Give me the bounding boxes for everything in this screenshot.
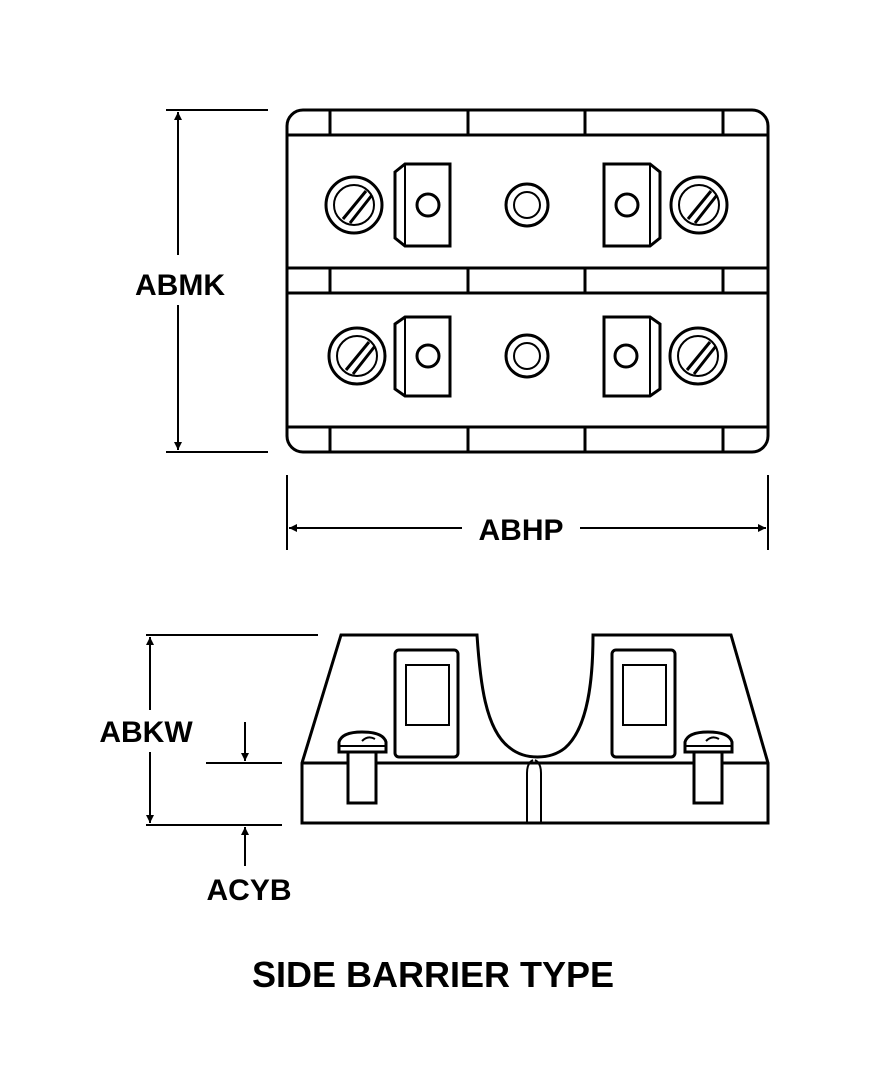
screw-icon bbox=[337, 730, 388, 805]
dimension-abhp: ABHP bbox=[286, 475, 769, 550]
side-view bbox=[300, 633, 770, 825]
lug-hole-icon bbox=[415, 192, 441, 218]
terminal-row-1 bbox=[324, 162, 729, 248]
lug-hole-icon bbox=[415, 343, 441, 369]
dimension-label-abmk: ABMK bbox=[135, 269, 225, 302]
dimension-abkw: ABKW bbox=[99, 634, 318, 826]
screw-icon bbox=[683, 730, 734, 805]
top-view bbox=[285, 108, 770, 454]
mounting-hole-icon bbox=[504, 333, 550, 379]
dimension-label-abkw: ABKW bbox=[99, 716, 193, 749]
side-view-outline bbox=[300, 633, 770, 825]
top-view-outline bbox=[285, 108, 770, 454]
mounting-hole-icon bbox=[504, 182, 550, 228]
terminal-row-2 bbox=[327, 315, 728, 398]
lug-hole-icon bbox=[614, 192, 640, 218]
dimension-label-acyb: ACYB bbox=[206, 874, 291, 907]
diagram-title: SIDE BARRIER TYPE bbox=[252, 954, 614, 995]
dimension-label-abhp: ABHP bbox=[478, 514, 563, 547]
dimension-acyb: ACYB bbox=[206, 722, 292, 907]
lug-hole-icon bbox=[613, 343, 639, 369]
dimension-abmk: ABMK bbox=[135, 109, 268, 453]
